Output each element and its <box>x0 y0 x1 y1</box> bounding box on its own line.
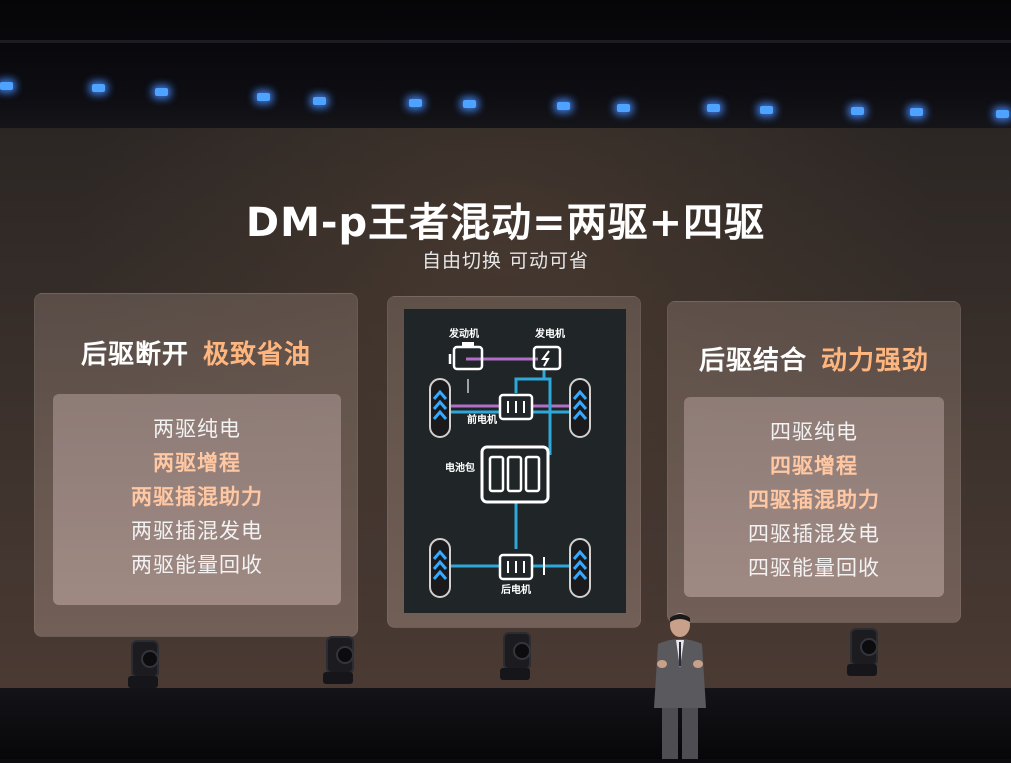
slide-subtitle: 自由切换 可动可省 <box>421 250 590 272</box>
rear-motor-icon <box>498 553 534 581</box>
mode-item: 两驱插混发电 <box>131 519 263 543</box>
powertrain-diagram: 发动机 发电机 前电机 电池包 后电机 <box>404 309 626 613</box>
stage-floor <box>0 688 1011 759</box>
mode-item: 四驱能量回收 <box>748 556 880 580</box>
stage-light <box>851 107 864 115</box>
engine-label: 发动机 <box>448 327 479 340</box>
mode-item-highlighted: 两驱插混助力 <box>131 485 263 509</box>
wheel-rear-right <box>569 538 591 598</box>
left-panel-title: 后驱断开极致省油 <box>35 334 357 371</box>
generator-label: 发电机 <box>534 327 565 340</box>
mode-item: 两驱纯电 <box>153 417 241 441</box>
stage-light <box>92 84 105 92</box>
right-panel-title-accent: 动力强劲 <box>821 346 930 376</box>
right-mode-list: 四驱纯电 四驱增程 四驱插混助力 四驱插混发电 四驱能量回收 <box>684 415 944 585</box>
stage-light <box>463 100 476 108</box>
right-mode-list-box: 四驱纯电 四驱增程 四驱插混助力 四驱插混发电 四驱能量回收 <box>684 397 944 597</box>
wheel-front-right <box>569 378 591 438</box>
stage-light <box>409 99 422 107</box>
left-mode-list: 两驱纯电 两驱增程 两驱插混助力 两驱插混发电 两驱能量回收 <box>53 412 341 582</box>
stage-light <box>910 108 923 116</box>
stage-light <box>257 93 270 101</box>
engine-icon <box>448 342 484 371</box>
stage-light <box>0 82 13 90</box>
stage-light <box>760 106 773 114</box>
presenter-figure <box>654 613 706 759</box>
left-panel-title-accent: 极致省油 <box>203 340 312 370</box>
front-motor-icon <box>498 393 534 421</box>
stage-fixture <box>323 636 354 686</box>
powertrain-diagram-svg: 发动机 发电机 前电机 电池包 后电机 <box>429 327 591 598</box>
left-mode-list-box: 两驱纯电 两驱增程 两驱插混助力 两驱插混发电 两驱能量回收 <box>53 394 341 605</box>
stage-light <box>155 88 168 96</box>
stage-light <box>313 97 326 105</box>
right-panel-title-main: 后驱结合 <box>698 346 807 376</box>
right-panel-4wd: 后驱结合动力强劲 四驱纯电 四驱增程 四驱插混助力 四驱插混发电 四驱能量回收 <box>667 301 961 623</box>
mode-item-highlighted: 四驱插混助力 <box>748 488 880 512</box>
wheel-rear-left <box>429 538 451 598</box>
stage-ceiling <box>0 0 1011 135</box>
mode-item: 四驱插混发电 <box>748 522 880 546</box>
mode-item: 四驱纯电 <box>770 420 858 444</box>
stage-light <box>707 104 720 112</box>
mode-item-highlighted: 四驱增程 <box>770 454 858 478</box>
rear-motor-label: 后电机 <box>501 583 531 596</box>
battery-label: 电池包 <box>445 461 475 474</box>
stage-fixture <box>128 640 159 690</box>
left-panel-title-main: 后驱断开 <box>80 340 189 370</box>
battery-icon <box>480 445 550 504</box>
right-panel-title: 后驱结合动力强劲 <box>668 340 960 377</box>
stage-light <box>996 110 1009 118</box>
stage-light <box>617 104 630 112</box>
generator-to-motor-line <box>514 369 546 393</box>
mode-item: 两驱能量回收 <box>131 553 263 577</box>
generator-to-battery-line <box>542 369 552 455</box>
generator-icon <box>532 345 562 371</box>
presenter <box>648 608 712 759</box>
lighting-truss <box>0 40 1011 43</box>
wheel-front-left <box>429 378 451 438</box>
slide-title: DM-p王者混动=两驱+四驱 <box>245 200 766 246</box>
stage-fixture <box>500 632 531 682</box>
stage-fixture <box>847 628 878 678</box>
front-motor-label: 前电机 <box>467 413 497 426</box>
mode-item-highlighted: 两驱增程 <box>153 451 241 475</box>
stage-light <box>557 102 570 110</box>
left-panel-2wd: 后驱断开极致省油 两驱纯电 两驱增程 两驱插混助力 两驱插混发电 两驱能量回收 <box>34 293 358 637</box>
